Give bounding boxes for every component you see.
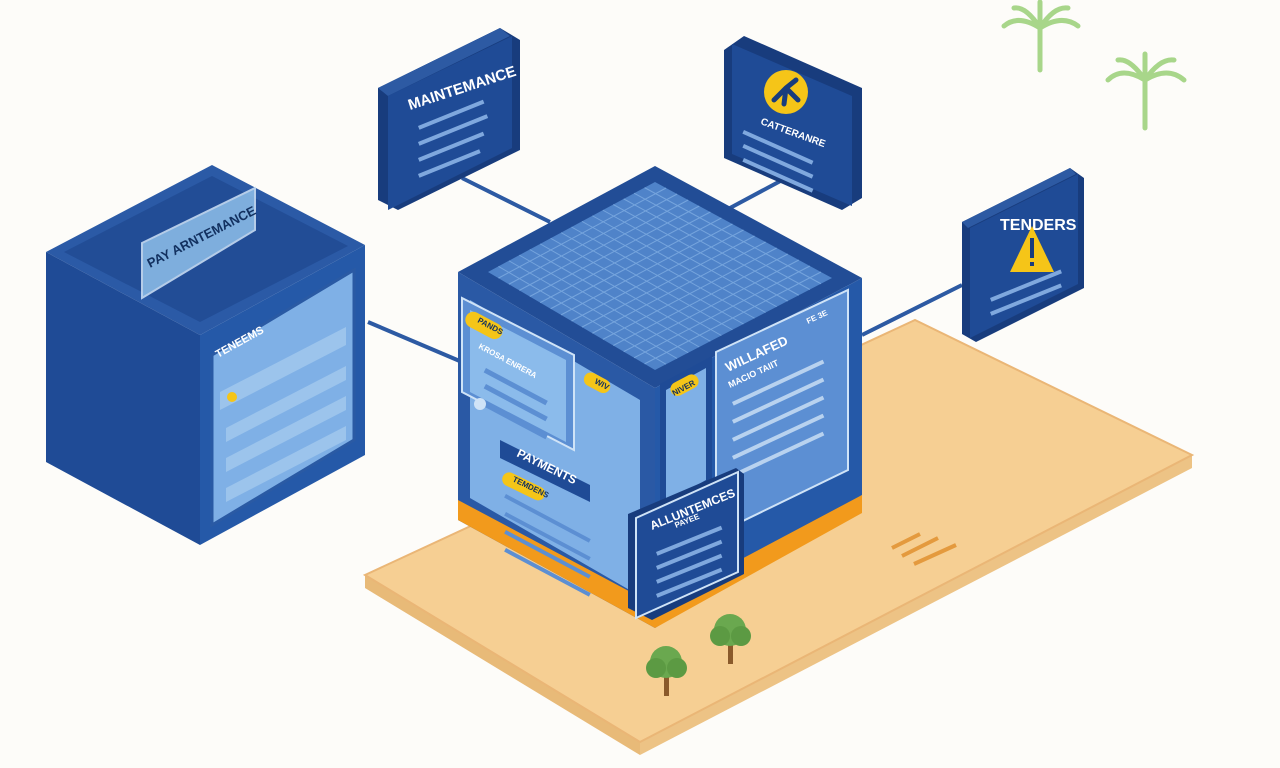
grid-line (644, 271, 822, 365)
maintenance-sign: MAINTEMANCE (378, 28, 520, 210)
grid-line (623, 198, 800, 296)
grid-line (633, 265, 811, 359)
cube-list (474, 367, 548, 440)
grid-line (602, 247, 777, 340)
grid-line (613, 253, 788, 346)
warning-icon (1010, 226, 1054, 272)
top-right-sign: CATTERANRE (724, 36, 862, 210)
tree-icon (710, 614, 751, 664)
allotments-list (656, 525, 723, 598)
wrench-icon (764, 70, 808, 114)
grid-line (592, 241, 766, 334)
cube-right-list (731, 359, 825, 478)
tenders-sign-list (989, 269, 1062, 316)
central-cube: PANDS KROSA ENRERA WIV NIVER WILLAFED MA… (458, 166, 862, 628)
palm-tree-icon (1001, 0, 1081, 73)
grid-line (571, 229, 744, 322)
palm-tree-icon (1105, 51, 1187, 131)
grid-line (581, 235, 755, 328)
tenders-sign-title: TENDERS (1000, 217, 1077, 234)
top-right-sign-list (742, 129, 814, 193)
platform-marking (891, 532, 957, 566)
tenders-sign: TENDERS (962, 168, 1084, 342)
grid-line (602, 209, 777, 308)
grid-line (581, 220, 755, 319)
maintenance-sign-list (417, 99, 489, 178)
grid-line (613, 204, 788, 302)
grid-line (623, 259, 800, 353)
grid-line (644, 187, 822, 285)
payments-list (504, 493, 591, 597)
cube-grid-texture (498, 187, 822, 365)
left-storage-box: PAY ARNTEMANCE TENEEMS (46, 165, 365, 545)
grid-line (633, 192, 811, 290)
grid-line (592, 215, 766, 313)
left-box-list (220, 327, 346, 502)
connector-lines (367, 176, 963, 364)
tree-icon (646, 646, 687, 696)
allotments-panel: ALLUNTEMCES PAYEE (628, 468, 744, 620)
cube-small-badge: WIV (583, 372, 611, 394)
